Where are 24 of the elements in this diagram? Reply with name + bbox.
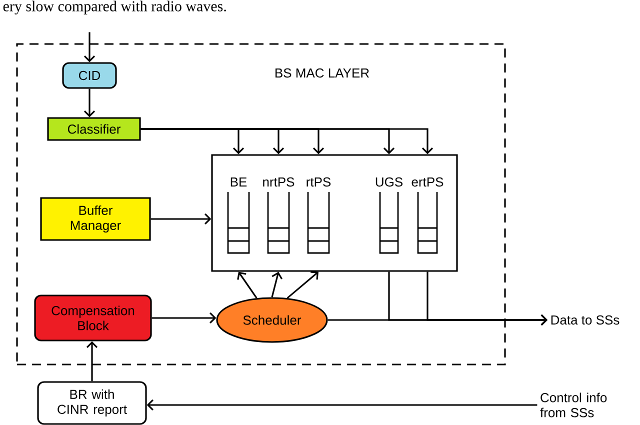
buffer-box: Buffer Manager <box>40 197 151 241</box>
queue: BE <box>227 178 250 254</box>
queue: UGS <box>376 177 402 254</box>
arrow <box>84 88 96 118</box>
queue: nrtPS <box>263 177 294 254</box>
output-label: Data to SSs <box>551 315 620 325</box>
arrow <box>86 341 98 382</box>
input-label: Control info from SSs <box>540 392 607 418</box>
arrow <box>152 312 216 324</box>
classifier-box: Classifier <box>47 117 141 141</box>
arrow <box>426 272 548 326</box>
arrow <box>84 32 96 62</box>
arrow <box>237 272 258 299</box>
report-box: BR with CINR report <box>37 381 147 425</box>
queue: rtPS <box>306 177 331 254</box>
arrow <box>146 399 538 411</box>
compensation-box: Compensation Block <box>34 294 152 342</box>
arrow <box>271 272 283 298</box>
arrow <box>150 213 212 225</box>
queue-block <box>211 154 458 272</box>
queue: ertPS <box>412 177 444 254</box>
cut-off-text: ery slow compared with radio waves. <box>3 0 226 14</box>
id-box: CID <box>62 62 117 89</box>
arrow <box>286 271 318 299</box>
